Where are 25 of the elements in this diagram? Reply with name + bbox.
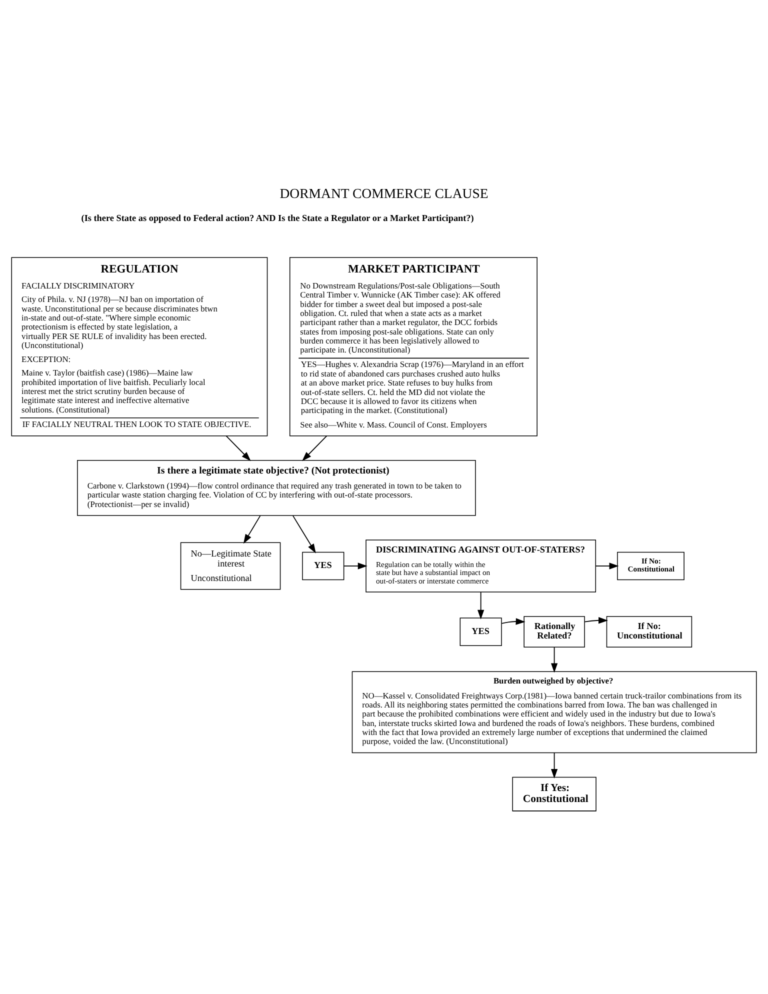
arrow (243, 514, 261, 544)
node-box: If Yes: Constitutional (512, 776, 596, 811)
node-box: If No: Constitutional (617, 551, 684, 580)
diagram-title: DORMANT COMMERCE CLAUSE (280, 186, 488, 201)
node-box: YES (460, 617, 502, 646)
node-box: If No: Unconstitutional (606, 616, 692, 648)
arrow (501, 618, 526, 624)
arrow (550, 646, 558, 672)
node-box: YES (302, 551, 344, 580)
node-box: DISCRIMINATING AGAINST OUT-OF-STATERS? Regulation can be totally within the state but have a substantial impact on out-of-staters or interstate commerce (366, 539, 596, 592)
label: (Is there State as opposed to Federal action? AND Is the State a Regulator or a Market Participant?) (81, 212, 474, 222)
arrow (478, 591, 484, 619)
arrow (550, 752, 558, 778)
arrow (584, 616, 608, 624)
node-box: Rationally Related? (524, 616, 585, 648)
node-box: Burden outweighed by objective? NO—Kassel v. Consolidated Freightways Corp.(1981)—Iowa banned certain truck-trailor combinations from its roads. All its neighboring states permitted the combinations barred from Iowa. The ban was challenged in part because the prohibited combinations were efficient and widely used in the industry but due to Iowa's ban, interstate trucks skirted Iowa and burdened the roads of Iowa's neighbors. These burdens, combined with the fact that Iowa provided an extremely large number of exceptions that undermined the claimed purpose, voided the law. (Unconstitutional) (352, 670, 757, 753)
arrow (344, 562, 368, 569)
node-box: Is there a legitimate state objective? (Not protectionist) Carbone v. Clarkstown (1994)—flow control ordinance that required any trash generated in town to be taken to particular waste station charging fee. Violation of CC by interfering with out-of-state processors. (Protectionist—per se invalid) (77, 460, 476, 516)
arrow (302, 434, 328, 461)
node-box: No—Legitimate State interest Unconstitutional (180, 542, 281, 590)
node-box: MARKET PARTICIPANT No Downstream Regulations/Post-sale Obligations—South Central Timber v. Wunnicke (AK Timber case): AK offered bidder for timber a sweet deal but imposed a post-sale obligation. Ct. ruled that when a state acts as a market participant rather than a market regulator, the DCC forbids states from imposing post-sale obligations. State can only burden commerce it has been legislatively allowed to participate in. (Unconstitutional) YES—Hughes v. Alexandria Scrap (1976)—Maryland in an effort to rid state of abandoned cars purchases crushed auto hulks at an above market price. State refuses to buy hulks from out-of-state sellers. Ct. held the MD did not violate the DCC because it is allowed to favor its citizens when participating in the market. (Constitutional) See also—White v. Mass. Council of Const. Employers (289, 256, 538, 436)
arrow (292, 514, 316, 553)
node-box: REGULATION FACIALLY DISCRIMINATORY City of Phila. v. NJ (1978)—NJ ban on importation of waste. Unconstitutional per se because discriminates btwn in-state and out-of-state. "Where simple economic protectionism is effected by state legislation, a virtually PER SE RULE of invalidity has been erected. (Unconstitutional) EXCEPTION: Maine v. Taylor (baitfish case) (1986)—Maine law prohibited importation of live baitfish. Peculiarly local interest met the strict scrutiny burden because of legitimate state interest and ineffective alternative solutions. (Constitutional) IF FACIALLY NEUTRAL THEN LOOK TO STATE OBJECTIVE. (11, 256, 268, 436)
arrow (595, 562, 619, 569)
arrow (226, 434, 251, 461)
